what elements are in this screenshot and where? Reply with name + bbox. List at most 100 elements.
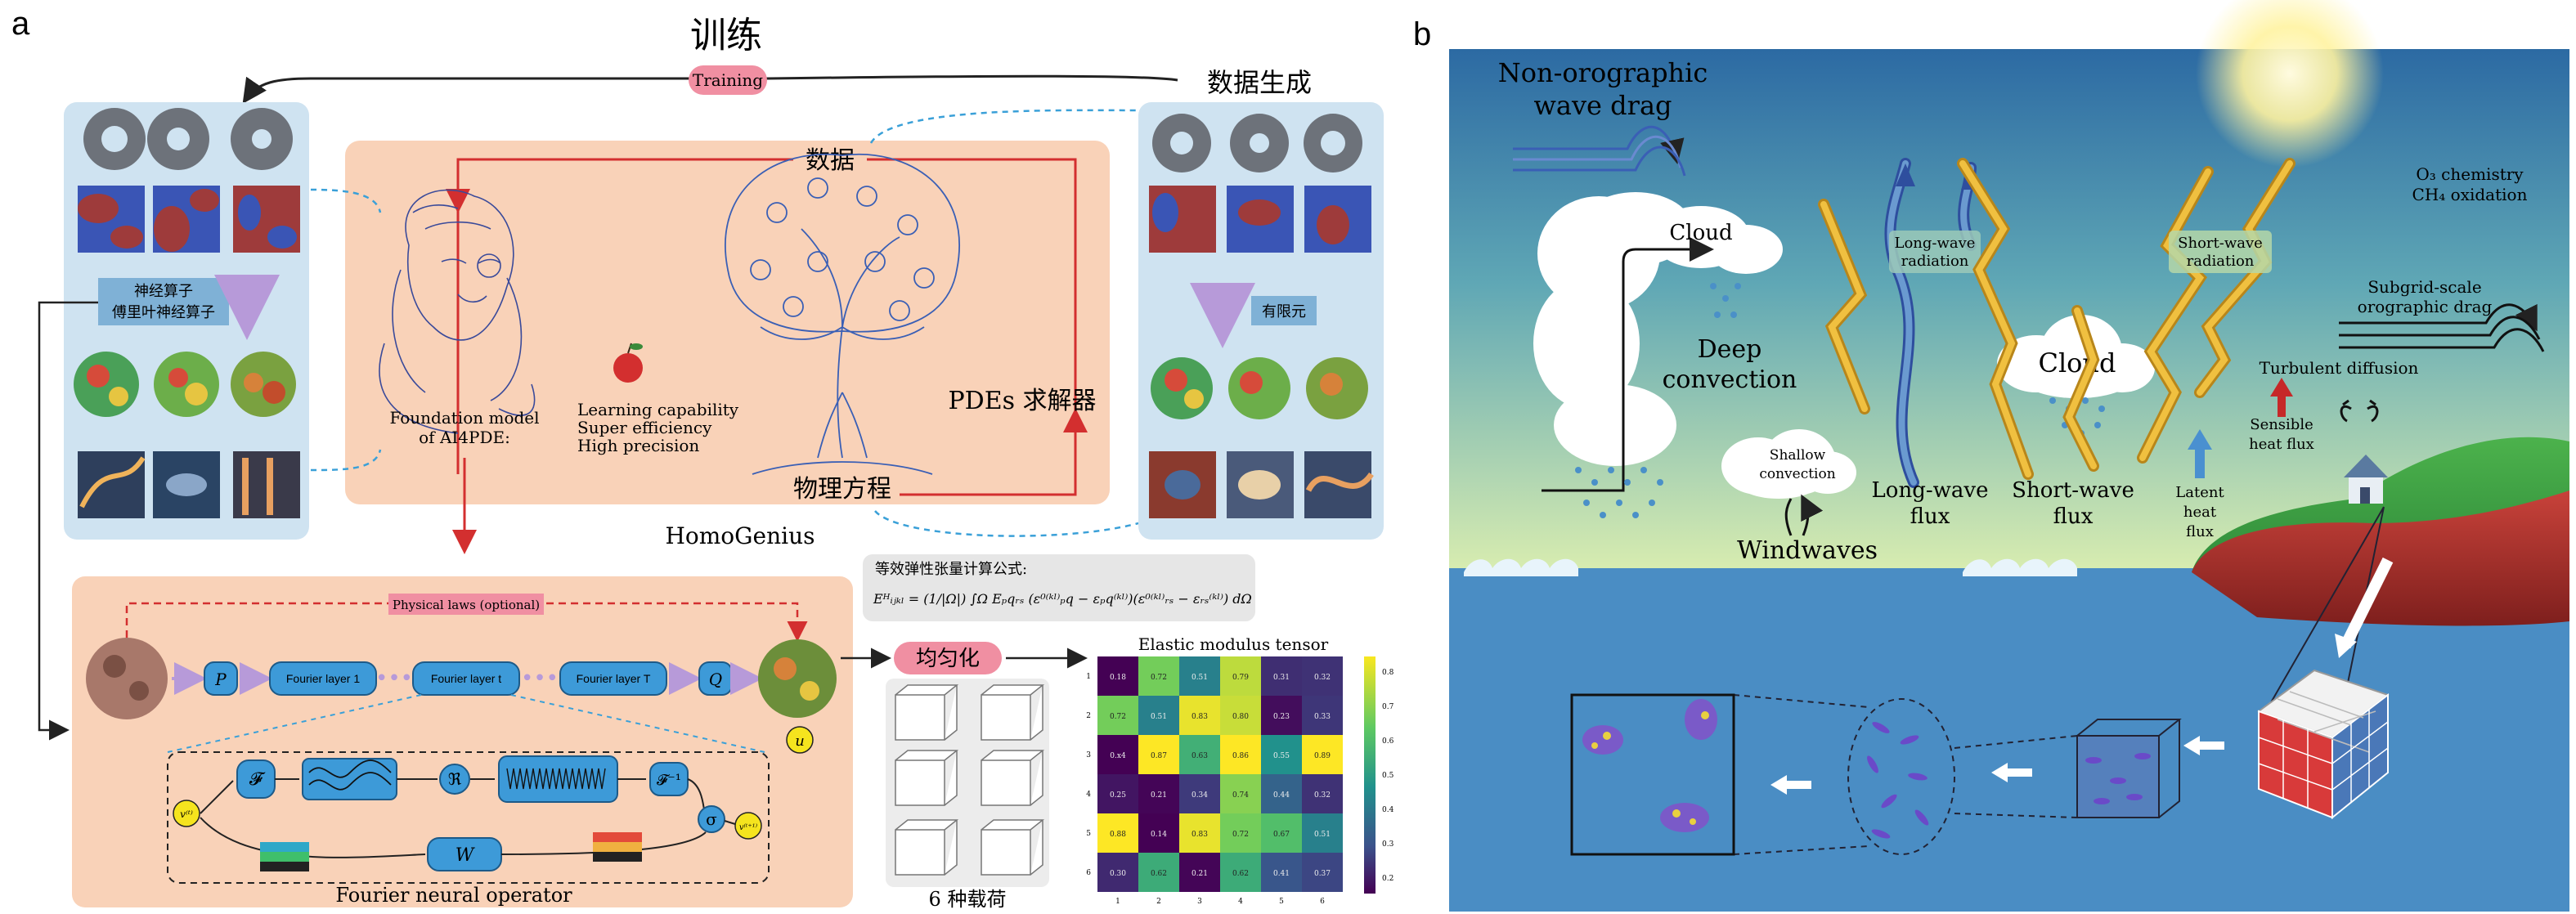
sw-flux-2: flux: [2053, 504, 2094, 529]
fno-box: [72, 576, 853, 907]
training-badge: [689, 65, 767, 95]
left-phase-maps: [78, 186, 300, 253]
heatmap-cell: [1220, 696, 1261, 735]
sigma-to-out: [724, 820, 736, 825]
loads-label: 6 种载荷: [929, 888, 1007, 911]
colorbar-tick-label: 0.7: [1382, 703, 1394, 711]
heatmap-x-tick: 4: [1238, 898, 1243, 906]
heatmap-cell-value: 0.23: [1273, 713, 1290, 721]
colorbar-tick-label: 0.2: [1382, 875, 1393, 883]
load-cubes: [895, 684, 1045, 876]
operator-to-fno-connector: [38, 301, 98, 741]
heatmap-x-tick: 6: [1320, 898, 1325, 906]
windwaves-label: Windwaves: [1737, 536, 1878, 565]
v-out-label: v⁽ᵗ⁺¹⁾: [739, 823, 758, 832]
colorbar-tick-label: 0.8: [1382, 669, 1394, 677]
heatmap-cell-value: 0.32: [1314, 674, 1331, 682]
deep-convection-arrow: [1542, 237, 1714, 492]
fourier-layer-1: [269, 661, 377, 696]
heatmap-cell: [1220, 735, 1261, 774]
input-structure: [86, 638, 168, 719]
heatmap-cell: [1220, 813, 1261, 853]
cloud-left-label: Cloud: [1669, 221, 1732, 245]
heatmap-cell-value: 0.62: [1232, 870, 1249, 878]
rain-drops-left: [1575, 283, 1741, 518]
deep-convection-cloud: [1533, 192, 1783, 466]
apple-icon: [613, 343, 643, 383]
white-arrow-2-head: [1991, 763, 2008, 782]
v-in-node: [173, 800, 200, 827]
right-field-maps: [1149, 451, 1374, 518]
heatmap-cell: [1097, 813, 1138, 853]
heatmap-cell-value: 0.67: [1273, 831, 1290, 839]
physics-to-solver-arrow: [900, 408, 1088, 496]
left-dashed-top: [310, 188, 382, 213]
heatmap-x-tick: 2: [1156, 898, 1161, 906]
spectral-path-lines: [200, 778, 706, 814]
right-colored-structures: [1151, 357, 1368, 419]
r-label: ℜ: [448, 769, 462, 789]
unit-cell-cube: [2076, 719, 2182, 818]
heatmap-cell: [1097, 735, 1138, 774]
data-label: 数据: [806, 146, 855, 175]
heatmap-cell-value: 0.25: [1110, 791, 1126, 800]
training-badge-label: Training: [693, 70, 763, 90]
fem-box: [1251, 296, 1317, 325]
colorbar-tick-label: 0.5: [1382, 772, 1394, 780]
heatmap-cell: [1261, 656, 1302, 696]
heatmap-cell: [1097, 696, 1138, 735]
layer-zoom-lines: [167, 694, 765, 753]
sigma-label: σ: [706, 809, 717, 829]
q-label: Q: [709, 670, 722, 689]
heatmap-cell: [1179, 696, 1220, 735]
heatmap-cell: [1261, 813, 1302, 853]
fourier-layer-detail: [167, 751, 770, 884]
heatmap-y-tick: 6: [1086, 869, 1091, 877]
high-freq-wave: [506, 768, 606, 790]
left-3d-structures: [83, 108, 293, 170]
fourier-layer-t: [412, 661, 520, 696]
shallow-convection-1: Shallow: [1770, 447, 1826, 464]
heatmap-cell: [1097, 774, 1138, 813]
ifft-label: 𝓕⁻¹: [657, 772, 681, 789]
data-generation-label: 数据生成: [1207, 67, 1312, 98]
subgrid-2: orographic drag: [2358, 297, 2493, 316]
lw-flux-1: Long-wave: [1872, 478, 1989, 503]
ch4-oxidation: CH₄ oxidation: [2412, 185, 2528, 204]
sensible-1: Sensible: [2250, 416, 2313, 433]
white-arrow-3-head: [1770, 775, 1787, 795]
deep-convection-1: Deep: [1698, 335, 1762, 364]
v-out-node: [734, 812, 762, 840]
heatmap-cell: [1261, 774, 1302, 813]
heatmap-cell-value: 0.83: [1192, 831, 1208, 839]
heatmap-cell-value: 0.44: [1273, 791, 1290, 800]
rubik-cube-grid: [2256, 669, 2390, 820]
heatmap-cell-value: 0.x4: [1110, 752, 1126, 760]
zoom-dashed-lines: [1733, 694, 2078, 855]
heatmap-cell: [1261, 735, 1302, 774]
heatmap-y-tick: 1: [1086, 673, 1091, 681]
low-freq-wave: [308, 759, 392, 791]
left-colored-structures: [74, 352, 296, 417]
training-arc: [242, 74, 1178, 104]
heatmap-cell: [1302, 853, 1343, 892]
heatmap-cell-value: 0.88: [1110, 831, 1126, 839]
sigma-block: [698, 805, 725, 833]
subgrid-1: Subgrid-scale: [2367, 277, 2481, 297]
short-wave-radiation-arrows: [1818, 158, 2296, 480]
heatmap-cell-value: 0.21: [1151, 791, 1167, 800]
heatmap-cell: [1138, 774, 1179, 813]
soil-cliff: [2192, 491, 2569, 626]
neural-operator-label: 神经算子: [134, 283, 193, 300]
sun-icon: [2196, 0, 2384, 168]
u-node: [786, 726, 814, 754]
panel-a-letter: a: [11, 6, 30, 42]
shallow-convection-2: convection: [1759, 466, 1835, 482]
heatmap-cell-value: 0.83: [1192, 713, 1208, 721]
lw-radiation-1: Long-wave: [1895, 235, 1976, 252]
sw-radiation-2: radiation: [2187, 253, 2255, 270]
heatmap-cell-value: 0.72: [1110, 713, 1126, 721]
heatmap-title: Elastic modulus tensor: [1138, 634, 1329, 654]
